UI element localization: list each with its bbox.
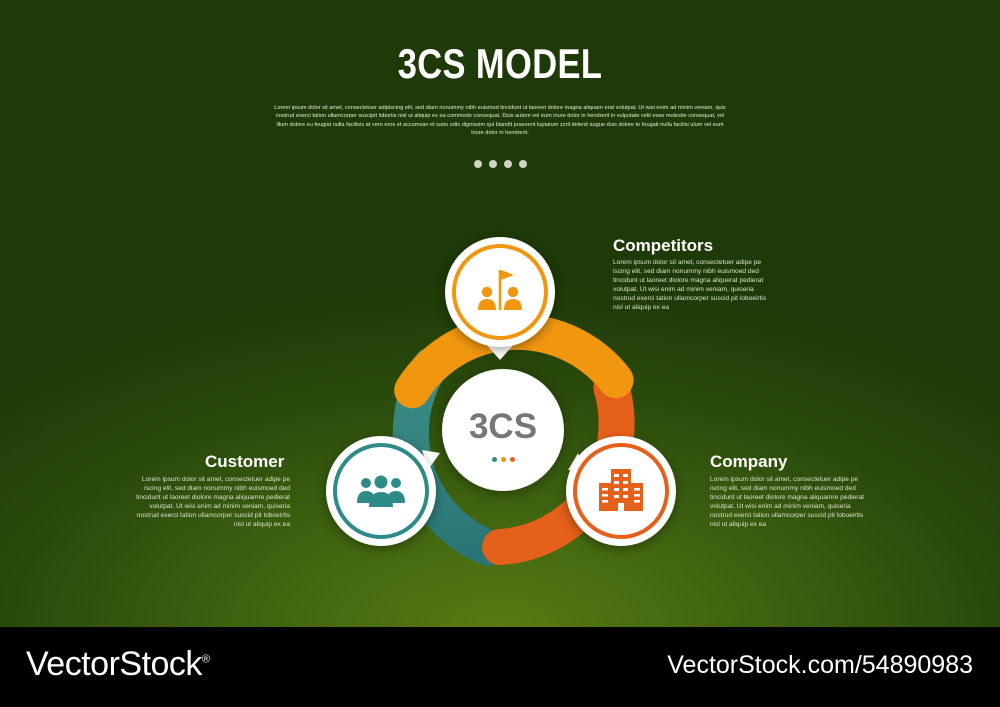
infographic-canvas: 3CS MODEL Lorem ipsum dolor sit amet, co… (0, 0, 1000, 627)
competitors-node (445, 237, 555, 347)
competitors-icon-ring (452, 244, 548, 340)
center-label: 3CS (468, 407, 538, 446)
building-icon (599, 469, 643, 511)
center-dots (492, 457, 515, 462)
watermark-bar: VectorStock® VectorStock.com/54890983 (0, 627, 1000, 707)
trademark-symbol: ® (201, 653, 210, 666)
intro-paragraph: Lorem ipsum dolor sit amet, consectetuer… (274, 105, 726, 137)
group-users-icon (357, 475, 405, 507)
company-description: Lorem ipsum dolor sit amet, consectetuer… (710, 476, 864, 528)
vectorstock-logo-text: VectorStock (26, 645, 202, 683)
customer-description: Lorem ipsum dolor sit amet, consectetuer… (136, 476, 290, 528)
company-node (566, 436, 676, 546)
company-icon-ring (573, 443, 669, 539)
image-id-url: VectorStock.com/54890983 (667, 651, 973, 679)
competitors-heading: Competitors (613, 236, 714, 255)
customer-heading: Customer (205, 452, 285, 471)
competitors-description: Lorem ipsum dolor sit amet, consectetuer… (613, 259, 767, 311)
team-flag-icon (478, 270, 522, 310)
decorative-dots (474, 160, 527, 168)
customer-icon-ring (333, 443, 429, 539)
center-hub: 3CS (442, 369, 564, 491)
customer-node (326, 436, 436, 546)
page-title: 3CS MODEL (397, 40, 603, 87)
company-heading: Company (710, 452, 788, 471)
vectorstock-logo: VectorStock® (26, 645, 210, 684)
